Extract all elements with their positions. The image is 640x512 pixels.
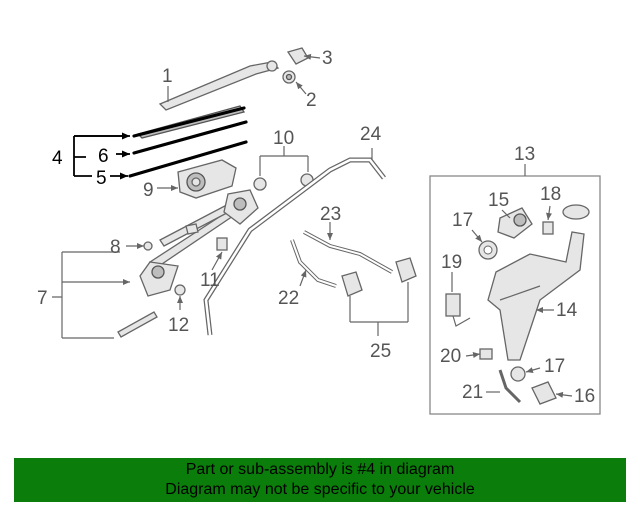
washer-hose-upper-inner — [303, 231, 393, 273]
rear-washer-pump — [531, 381, 557, 405]
callout-22: 22 — [278, 288, 299, 309]
pivot-bolt — [216, 237, 228, 251]
callout-7: 7 — [37, 288, 48, 309]
wiper-blade-assembly — [132, 105, 246, 139]
washer-hose-main-inner — [204, 158, 385, 336]
washer-hose-lower-inner — [291, 239, 337, 287]
banner-line-2: Diagram may not be specific to your vehi… — [165, 481, 475, 498]
washer-pump — [497, 207, 533, 239]
reservoir-hose — [498, 369, 522, 404]
reservoir-assembly-box — [429, 175, 601, 415]
callout-12: 12 — [168, 315, 189, 336]
callout-20: 20 — [440, 346, 461, 367]
callout-8: 8 — [110, 237, 121, 258]
banner-line-1: Part or sub-assembly is #4 in diagram — [185, 461, 455, 478]
arm-nut — [282, 70, 296, 84]
callout-16: 16 — [574, 386, 595, 407]
reservoir-grommet — [510, 366, 526, 382]
callout-13: 13 — [514, 144, 535, 165]
callout-numbers: 1 2 3 4 6 5 9 10 8 7 11 12 24 23 22 25 1… — [37, 48, 595, 407]
callout-24: 24 — [360, 124, 382, 145]
callout-3: 3 — [322, 48, 333, 69]
blade-insert-upper — [132, 120, 248, 155]
wiper-arm — [158, 60, 280, 111]
callout-10: 10 — [273, 128, 294, 149]
callout-17-upper: 17 — [452, 210, 473, 231]
washer-reservoir — [487, 231, 585, 361]
level-sensor — [445, 293, 471, 327]
washer-nozzles — [341, 257, 417, 297]
linkage-rod — [117, 311, 158, 338]
callout-17-lower: 17 — [544, 356, 565, 377]
callout-6: 6 — [98, 146, 109, 167]
leader-lines — [52, 53, 573, 398]
parts-diagram: 1 2 3 4 6 5 9 10 8 7 11 12 24 23 22 25 1… — [37, 47, 601, 415]
callout-11: 11 — [200, 270, 220, 291]
callout-19: 19 — [441, 252, 462, 273]
wiper-motor — [177, 159, 237, 199]
pump-grommet — [478, 240, 498, 260]
notice-banner: Part or sub-assembly is #4 in diagram Di… — [14, 458, 626, 502]
reservoir-cap — [542, 204, 590, 235]
callout-9: 9 — [143, 180, 154, 201]
callout-2: 2 — [306, 90, 317, 111]
pivot-nut — [174, 284, 186, 296]
wiper-linkage — [139, 189, 259, 297]
callout-5: 5 — [96, 168, 107, 189]
callout-21: 21 — [462, 382, 483, 403]
callout-15: 15 — [488, 190, 509, 211]
blade-insert-lower — [128, 140, 248, 178]
callout-4: 4 — [52, 148, 63, 169]
reservoir-clip — [479, 348, 493, 360]
callout-25: 25 — [370, 341, 391, 362]
callout-14: 14 — [556, 300, 578, 321]
linkage-bolt — [143, 241, 153, 251]
callout-1: 1 — [162, 66, 173, 87]
callout-23: 23 — [320, 204, 341, 225]
callout-18: 18 — [540, 184, 561, 205]
